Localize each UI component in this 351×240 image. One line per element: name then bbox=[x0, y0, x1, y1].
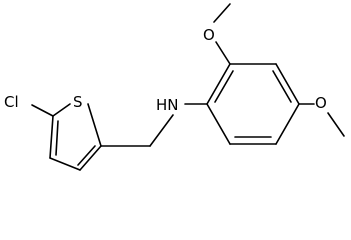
bond-s1-c2 bbox=[87, 103, 102, 147]
benzene-ring bbox=[206, 63, 300, 145]
atom-label-sulfur: S bbox=[73, 93, 83, 111]
bond-c3-c4 bbox=[275, 63, 300, 105]
bond-c2-c3 bbox=[79, 145, 102, 171]
molecule-structure-diagram: Cl S HN O O bbox=[4, 3, 345, 171]
bond-c6-c1 bbox=[206, 103, 231, 145]
bond-c1-c2-inner bbox=[214, 70, 234, 103]
atom-label-oxygen-right: O bbox=[315, 94, 327, 112]
bond-c4-c5 bbox=[49, 115, 54, 159]
bond-ch2-n bbox=[149, 114, 174, 147]
bond-o-ch3 bbox=[213, 3, 231, 23]
bond-o-ch3 bbox=[327, 112, 345, 137]
atom-label-oxygen-top: O bbox=[203, 26, 215, 44]
bond-c5-s1 bbox=[52, 103, 71, 117]
methoxy-group-top bbox=[213, 3, 231, 65]
bond-c2-c3-inner bbox=[77, 145, 96, 166]
thiophene-ring bbox=[49, 103, 102, 171]
bond-c5-cl bbox=[31, 104, 54, 117]
methoxy-group-right bbox=[298, 103, 345, 137]
atom-label-chlorine: Cl bbox=[4, 93, 19, 111]
bond-c1-c2 bbox=[206, 63, 231, 105]
methylene-linker bbox=[100, 114, 174, 147]
bond-c3-c4-inner bbox=[272, 70, 292, 103]
bond-c4-c5 bbox=[275, 103, 300, 145]
atom-label-amine: HN bbox=[156, 96, 179, 114]
bond-c4-c5-inner bbox=[55, 120, 59, 156]
bond-c2-o bbox=[215, 41, 231, 65]
bond-c3-c4 bbox=[49, 157, 81, 171]
